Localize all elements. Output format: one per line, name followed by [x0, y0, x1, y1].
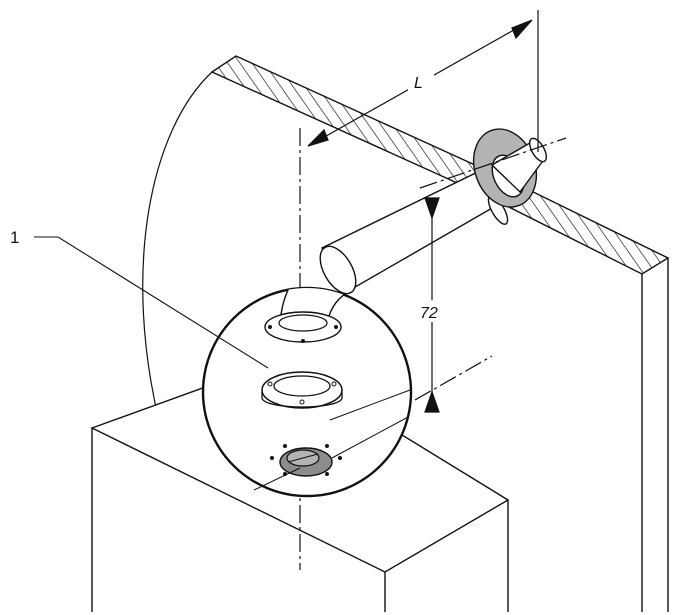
elbow-flange-inner [278, 314, 328, 332]
flue-pipe [319, 128, 548, 295]
l-arrow-right [511, 19, 533, 40]
part-number-label: 1 [10, 228, 19, 247]
detail-bubble [201, 286, 413, 498]
pipe-axis-line [419, 137, 567, 189]
length-label: L [414, 75, 423, 92]
height-arrow-top [424, 197, 440, 220]
dimension-72: 72 [414, 137, 567, 413]
height-label: 72 [420, 305, 438, 322]
height-arrow-bottom [424, 390, 440, 413]
wall [142, 55, 670, 612]
gasket-ring-hole [273, 375, 331, 397]
wall-outline-arc [142, 71, 213, 426]
part-1-callout: 1 [10, 228, 269, 369]
outlet-axis-line [414, 355, 493, 401]
l-arrow-left [307, 128, 329, 147]
flue-elbow-collar [319, 245, 357, 295]
part-1-leader [34, 236, 269, 369]
